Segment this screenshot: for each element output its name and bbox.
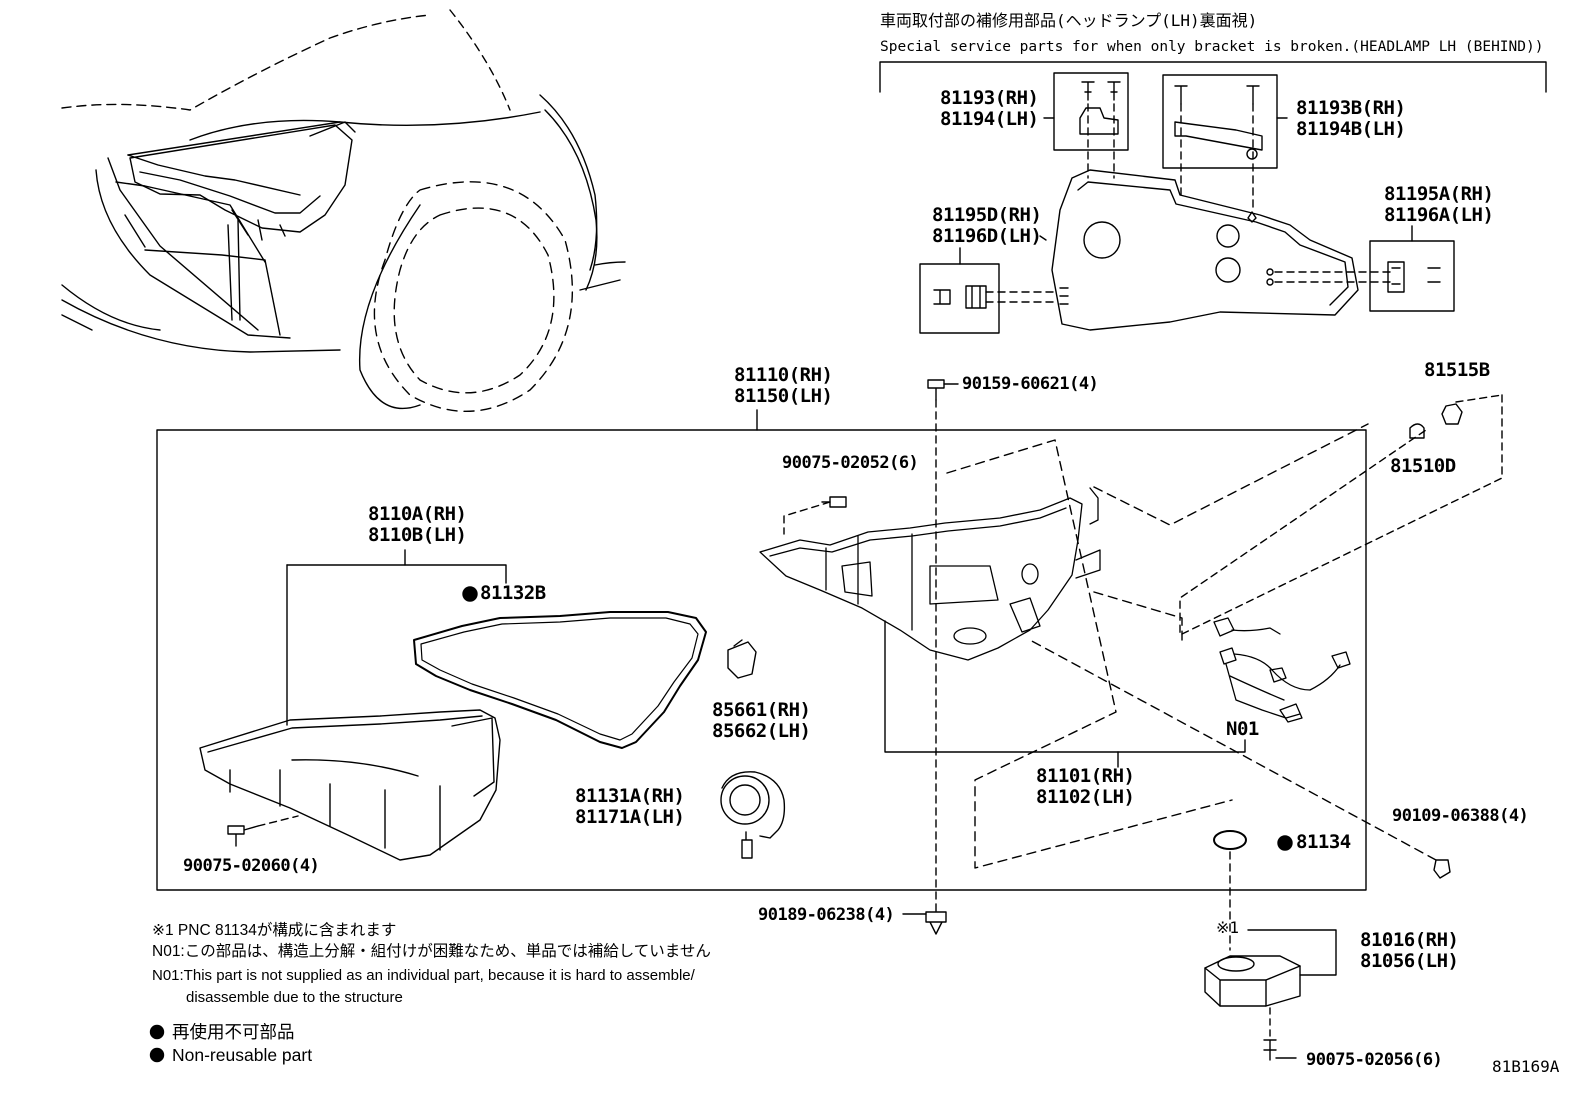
car-front-illustration <box>62 10 625 411</box>
label-8110B-lh: 8110B(LH) <box>368 524 467 546</box>
label-81195A-rh: 81195A(RH) <box>1384 183 1494 205</box>
legend-dot-icon <box>151 1049 164 1062</box>
label-81102-lh: 81102(LH) <box>1036 786 1135 808</box>
gasket-81132B <box>414 612 706 748</box>
label-81195D-rh: 81195D(RH) <box>932 204 1042 226</box>
legend-en: Non-reusable part <box>172 1045 313 1065</box>
label-81016-rh: 81016(RH) <box>1360 929 1459 951</box>
screw-90075-02052 <box>784 497 846 534</box>
lens-8110A <box>200 550 506 860</box>
legend-ja: 再使用不可部品 <box>172 1022 295 1042</box>
label-81132B: 81132B <box>480 582 546 604</box>
non-reusable-dot-icon <box>1278 836 1292 850</box>
screw-90075-02060 <box>228 826 258 846</box>
screw-90159 <box>928 380 958 915</box>
label-81101-rh: 81101(RH) <box>1036 765 1135 787</box>
label-81131A-rh: 81131A(RH) <box>575 785 685 807</box>
label-mark-1: ※1 <box>1216 918 1240 937</box>
label-81194-lh: 81194(LH) <box>940 108 1039 130</box>
label-90075-02052: 90075-02052(6) <box>782 453 919 473</box>
label-81515B: 81515B <box>1424 359 1490 381</box>
label-90109-06388: 90109-06388(4) <box>1392 806 1529 826</box>
wiring-harness-N01 <box>1214 618 1350 722</box>
label-81110-rh: 81110(RH) <box>734 364 833 386</box>
headlamp-housing-drawing <box>760 488 1100 660</box>
bracket-title-en: Special service parts for when only brac… <box>880 39 1544 55</box>
non-reusable-dot-icon <box>463 587 477 601</box>
label-90159-60621: 90159-60621(4) <box>962 374 1099 394</box>
label-81056-lh: 81056(LH) <box>1360 950 1459 972</box>
figure-id: 81B169A <box>1492 1057 1560 1076</box>
bolt-90109 <box>1434 860 1450 878</box>
label-8110A-rh: 8110A(RH) <box>368 503 467 525</box>
label-81196D-lh: 81196D(LH) <box>932 225 1042 247</box>
label-81194B-lh: 81194B(LH) <box>1296 118 1406 140</box>
clip-90189 <box>903 912 946 934</box>
bulb-81510D-socket-81515B <box>1180 395 1502 635</box>
note-1: ※1 PNC 81134が構成に含まれます <box>152 922 397 939</box>
label-81193-rh: 81193(RH) <box>940 87 1039 109</box>
label-81510D: 81510D <box>1390 455 1456 477</box>
label-90075-02056: 90075-02056(6) <box>1306 1050 1443 1070</box>
housing-box <box>885 621 1245 752</box>
note-2: N01:この部品は、構造上分解・組付けが困難なため、単品では補給していません <box>152 943 711 960</box>
part-85661 <box>728 640 756 678</box>
note-4: disassemble due to the structure <box>186 989 403 1006</box>
assembly-frame <box>157 430 1366 890</box>
legend-dot-icon <box>151 1026 164 1039</box>
label-85661-rh: 85661(RH) <box>712 699 811 721</box>
label-N01: N01 <box>1226 718 1259 740</box>
label-81134: 81134 <box>1296 831 1351 853</box>
label-81196A-lh: 81196A(LH) <box>1384 204 1494 226</box>
bracket-repair-group <box>880 62 1546 333</box>
label-81193B-rh: 81193B(RH) <box>1296 97 1406 119</box>
label-90189-06238: 90189-06238(4) <box>758 905 895 925</box>
label-85662-lh: 85662(LH) <box>712 720 811 742</box>
label-81171A-lh: 81171A(LH) <box>575 806 685 828</box>
ballast-81016 <box>1205 930 1336 1060</box>
label-81150-lh: 81150(LH) <box>734 385 833 407</box>
label-90075-02060: 90075-02060(4) <box>183 856 320 876</box>
note-3: N01:This part is not supplied as an indi… <box>152 967 695 984</box>
housing-leader <box>947 440 1232 868</box>
cover-81131A <box>721 772 784 858</box>
oring-81134 <box>1214 831 1246 849</box>
bracket-title-ja: 車両取付部の補修用部品(ヘッドランプ(LH)裏面視) <box>880 11 1258 30</box>
